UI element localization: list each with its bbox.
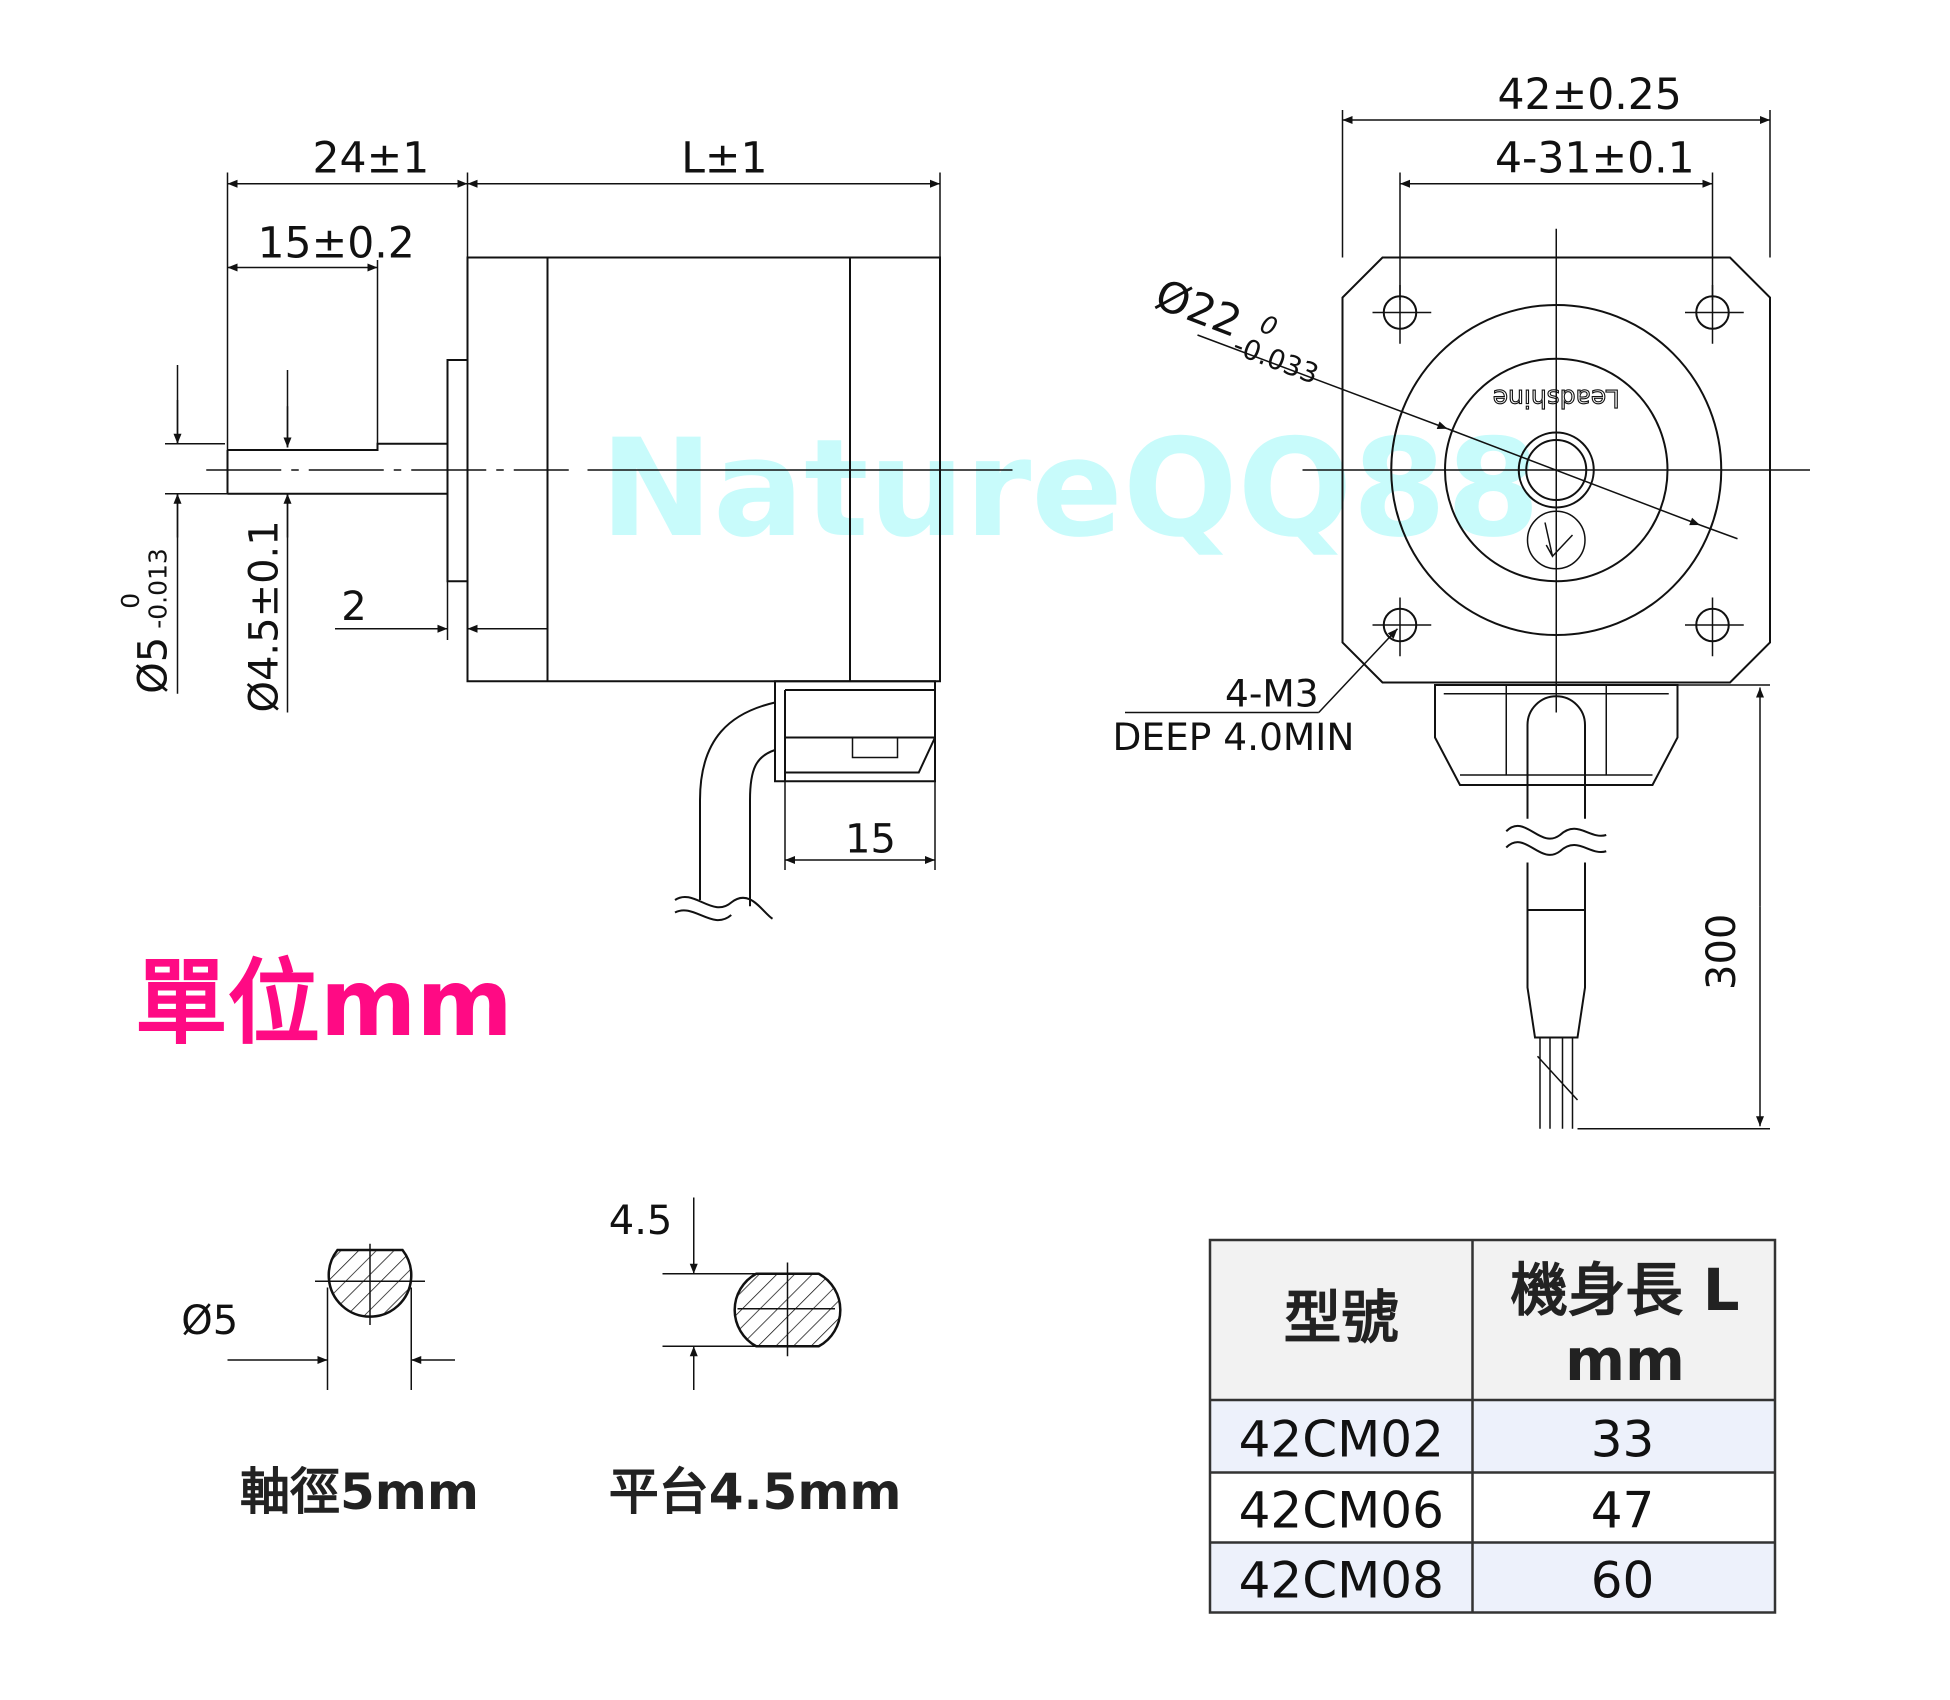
header-length: 機身長 L (1510, 1257, 1739, 1324)
unit-label: 單位mm (135, 949, 513, 1057)
header-unit: mm (1565, 1327, 1685, 1394)
dim-shaft-length: 24±1 (313, 135, 430, 184)
flat-section: 4.5 平台4.5mm (609, 1197, 902, 1521)
dim-shaft-dia-tol-lower: -0.013 (143, 548, 172, 629)
watermark: NatureQQ88 (600, 410, 1540, 567)
holes-depth: DEEP 4.0MIN (1113, 715, 1355, 759)
dim-boss-height: 2 (341, 584, 366, 630)
row-model: 42CM08 (1239, 1552, 1444, 1610)
holes-label: 4-M3 (1225, 671, 1319, 715)
row-model: 42CM02 (1239, 1410, 1444, 1468)
row-length: 47 (1591, 1482, 1655, 1540)
dim-hole-spacing: 4-31±0.1 (1495, 135, 1695, 184)
shaft-section: Ø5 軸徑5mm (181, 1243, 479, 1521)
dim-width: 42±0.25 (1498, 71, 1682, 120)
dim-body-length: L±1 (681, 135, 767, 184)
side-view: 24±1 L±1 15±0.2 Ø5 0 -0.013 Ø4.5±0.1 2 1… (116, 135, 1013, 922)
flat-label: 4.5 (609, 1198, 673, 1244)
row-model: 42CM06 (1239, 1482, 1444, 1540)
dim-shaft-dia: Ø5 (130, 637, 176, 694)
shaft-caption: 軸徑5mm (240, 1463, 479, 1521)
flat-caption: 平台4.5mm (609, 1463, 902, 1521)
model-table: 型號 機身長 L mm 42CM02 33 42CM06 47 42CM08 6… (1208, 1238, 1777, 1614)
shaft-dia-label: Ø5 (181, 1298, 238, 1344)
dim-connector: 15 (845, 817, 896, 863)
row-length: 33 (1591, 1410, 1655, 1468)
front-view: Leadshine 42±0.25 4-31±0.1 Ø22 0 -0.033 … (1113, 71, 1810, 1130)
row-length: 60 (1591, 1552, 1655, 1610)
dim-shaft-dia-tol-upper: 0 (116, 593, 145, 609)
dim-flat-length: 15±0.2 (258, 220, 415, 269)
dim-flat-dia: Ø4.5±0.1 (242, 520, 288, 712)
dim-cable-length: 300 (1699, 914, 1745, 990)
header-model: 型號 (1284, 1285, 1399, 1352)
dim-pilot-tol-lower: -0.033 (1229, 329, 1323, 391)
dim-pilot: Ø22 (1149, 271, 1248, 348)
